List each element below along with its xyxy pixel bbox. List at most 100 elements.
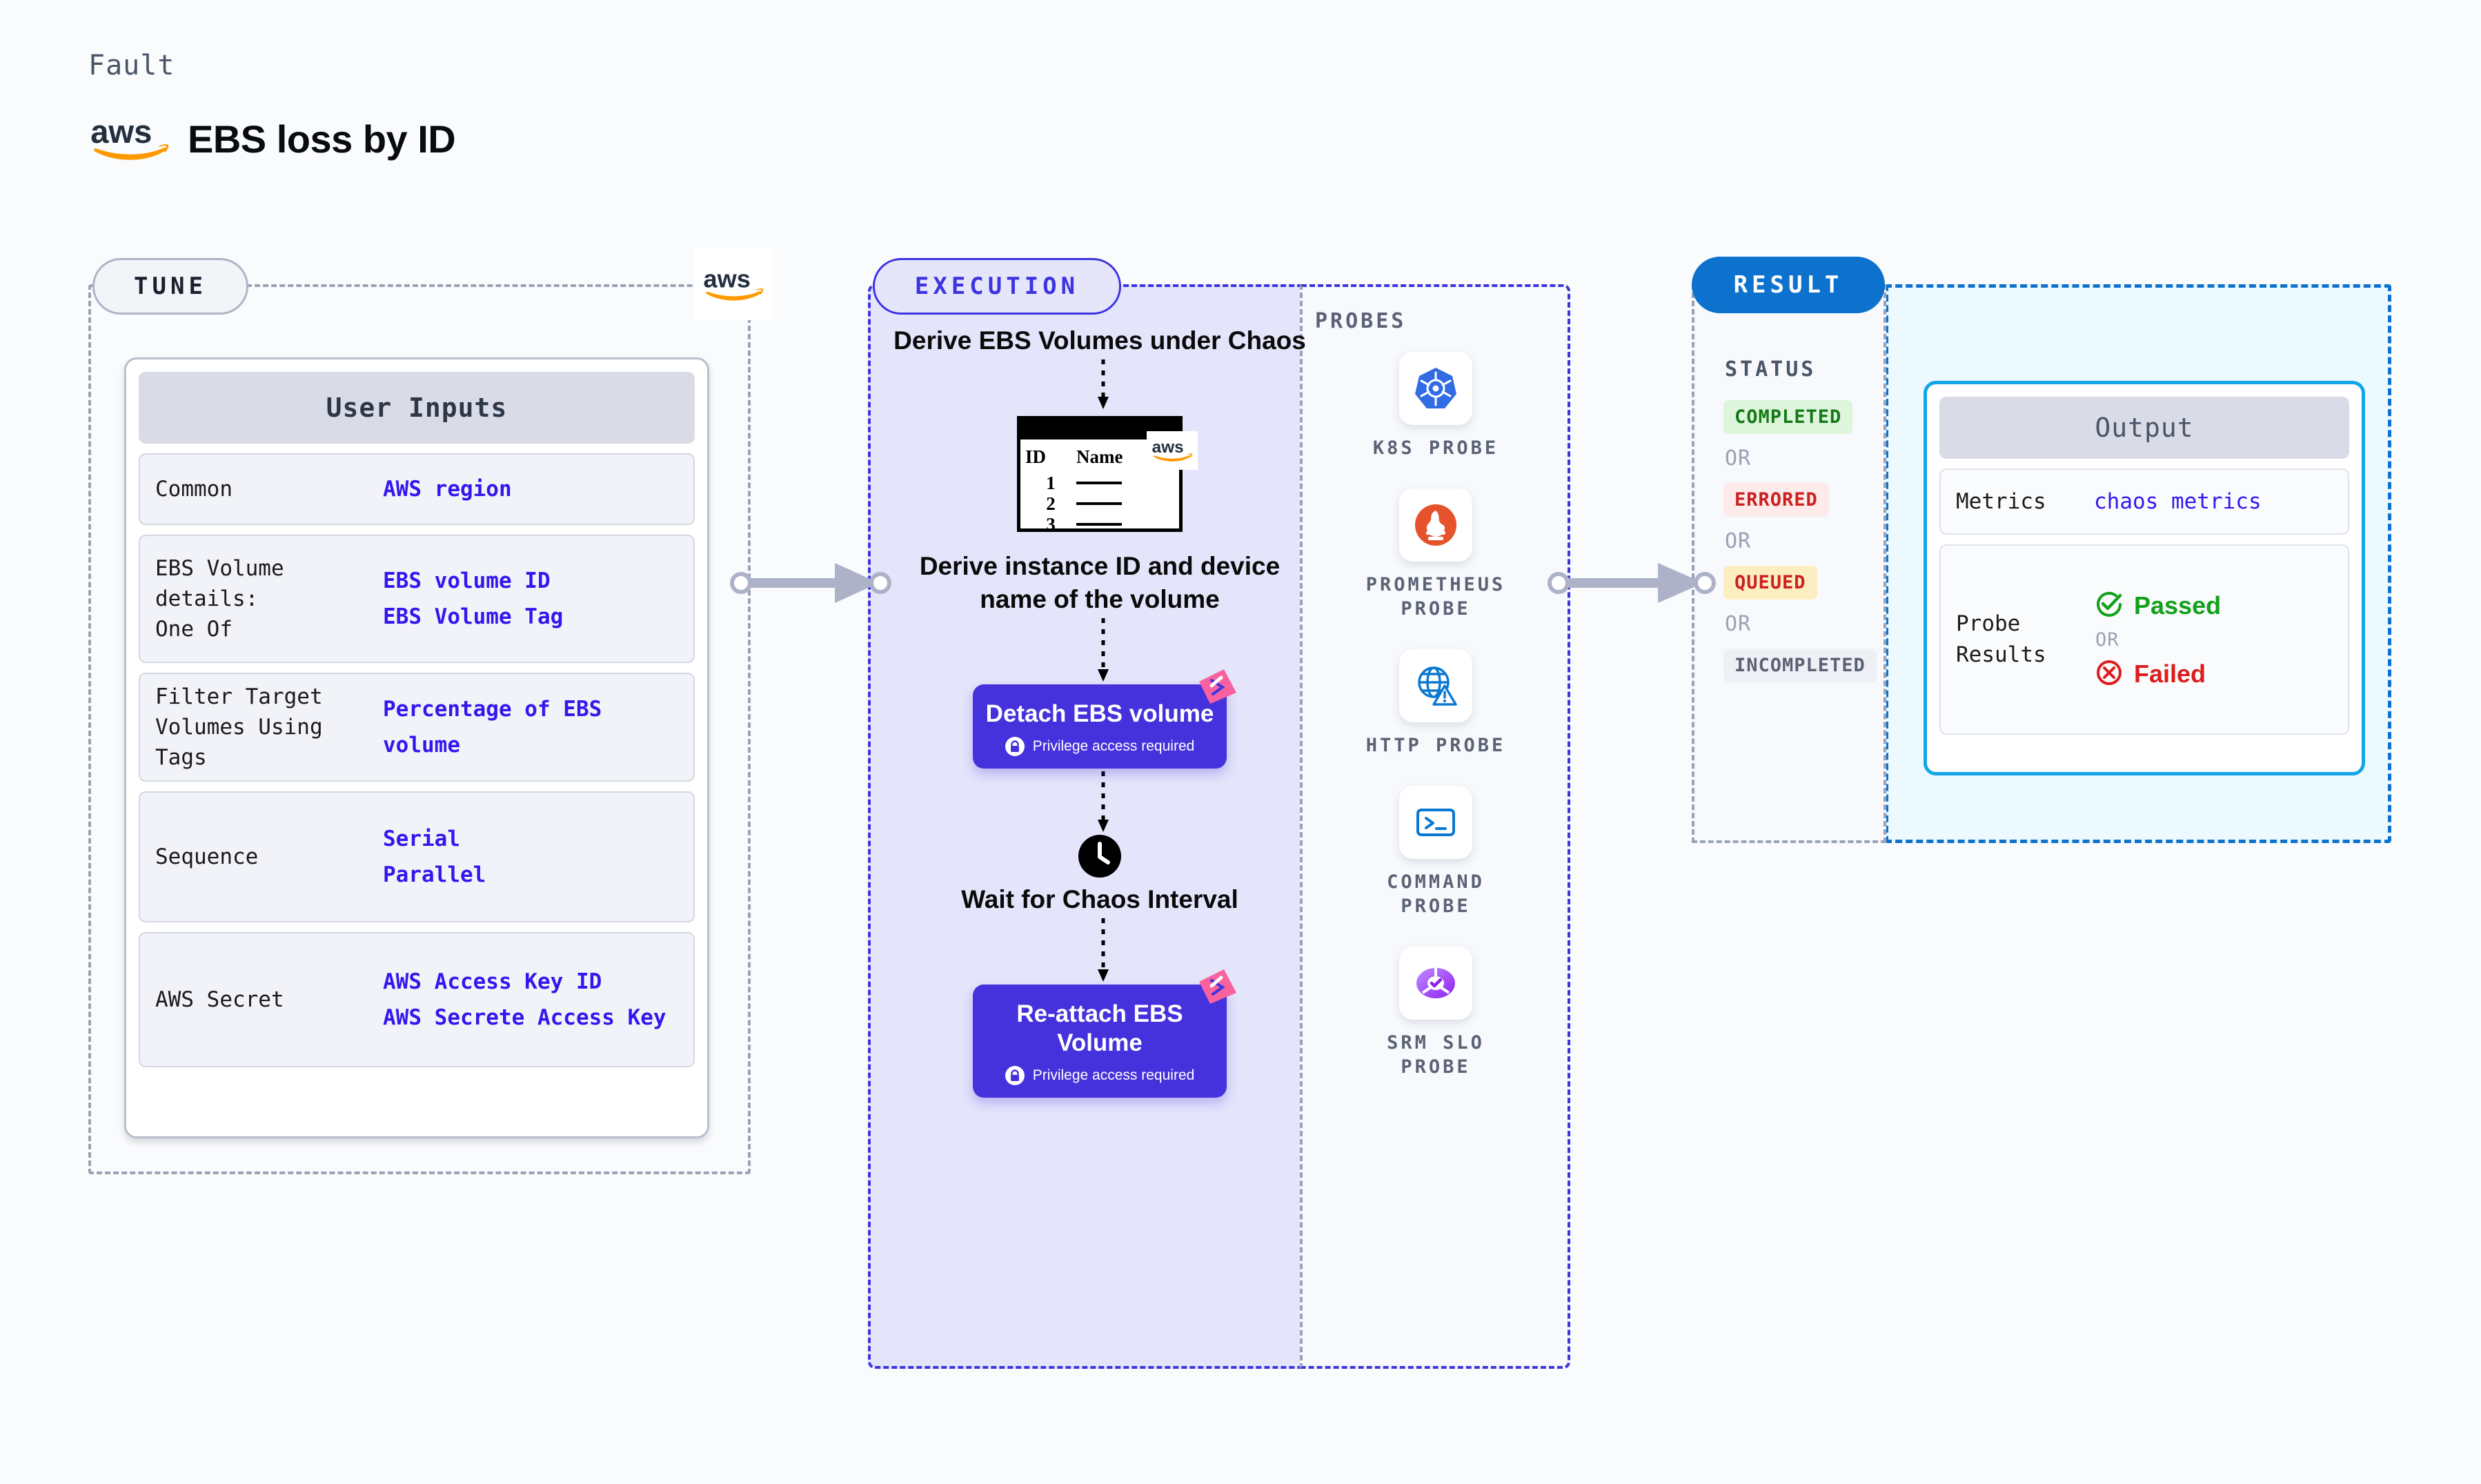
flow-arrow-3	[1096, 769, 1109, 835]
execution-step1-label: Derive EBS Volumes under Chaos	[893, 326, 1306, 355]
probe-label: COMMAND PROBE	[1387, 871, 1485, 918]
probe-http[interactable]: HTTP PROBE	[1345, 649, 1526, 758]
clock-icon	[1078, 835, 1121, 878]
user-inputs-title: User Inputs	[139, 372, 695, 444]
probes-title: PROBES	[1315, 309, 1407, 333]
or-separator: OR	[2095, 629, 2119, 651]
tune-row-values[interactable]: AWS region	[383, 471, 678, 507]
probe-result-passed: Passed	[2094, 589, 2333, 622]
probe-result-failed: Failed	[2094, 657, 2333, 691]
privilege-note: Privilege access required	[1005, 1066, 1195, 1086]
table-header-name: Name	[1076, 446, 1123, 468]
lock-icon	[1005, 1066, 1025, 1086]
tune-row-ebs-volume-details[interactable]: EBS Volume details: One Of EBS volume ID…	[139, 535, 695, 663]
probe-label: K8S PROBE	[1372, 437, 1499, 459]
output-card: Output Metrics chaos metrics Probe Resul…	[1924, 381, 2365, 775]
output-row-key: Metrics	[1956, 488, 2046, 514]
probe-srm-slo[interactable]: SRM SLO PROBE	[1345, 946, 1526, 1080]
status-badge-errored: ERRORED	[1723, 483, 1829, 517]
output-row-key: Probe Results	[1956, 611, 2046, 667]
litmus-ribbon-icon	[1196, 968, 1239, 1007]
step-detach-ebs-volume[interactable]: Detach EBS volume Privilege access requi…	[973, 669, 1236, 769]
output-row-metrics[interactable]: Metrics chaos metrics	[1939, 468, 2349, 535]
output-metrics-value[interactable]: chaos metrics	[2094, 489, 2262, 514]
tune-row-aws-secret[interactable]: AWS Secret AWS Access Key ID AWS Secrete…	[139, 932, 695, 1067]
tune-row-key: EBS Volume details: One Of	[155, 555, 284, 642]
tune-value[interactable]: Parallel	[383, 862, 486, 887]
tune-value[interactable]: Percentage of EBS volume	[383, 696, 602, 758]
tune-row-key: Filter Target Volumes Using Tags	[155, 684, 323, 770]
connector-execution-to-result	[1548, 552, 1716, 614]
tune-value[interactable]: AWS region	[383, 476, 512, 502]
tune-value[interactable]: EBS Volume Tag	[383, 604, 564, 629]
svg-text:aws: aws	[90, 114, 152, 150]
tune-row-values[interactable]: AWS Access Key ID AWS Secrete Access Key	[383, 964, 678, 1036]
fault-kicker: Fault	[88, 50, 175, 81]
output-row-probe-results: Probe Results Passed OR	[1939, 544, 2349, 735]
or-separator: OR	[1725, 612, 1752, 636]
result-pill: RESULT	[1692, 257, 1885, 313]
user-inputs-card: User Inputs Common AWS region EBS Volume…	[124, 357, 709, 1138]
table-cell-id: 3	[1046, 513, 1056, 535]
or-separator: OR	[1725, 446, 1752, 471]
fault-title-row: aws EBS loss by ID	[88, 114, 456, 164]
volumes-table-icon: ID Name 1 2 3 aws	[1017, 416, 1198, 535]
execution-pill: EXECUTION	[873, 258, 1121, 315]
tune-row-key: AWS Secret	[155, 987, 284, 1012]
step-reattach-ebs-volume[interactable]: Re-attach EBS Volume Privilege access re…	[973, 969, 1236, 1098]
kubernetes-icon	[1399, 352, 1472, 425]
probe-label: SRM SLO PROBE	[1387, 1031, 1485, 1078]
tune-pill: TUNE	[92, 258, 248, 315]
flow-arrow-4	[1096, 916, 1109, 985]
table-cell-id: 1	[1046, 472, 1056, 493]
tune-row-filter-target-volumes[interactable]: Filter Target Volumes Using Tags Percent…	[139, 673, 695, 782]
privilege-text: Privilege access required	[1032, 738, 1195, 755]
check-circle-icon	[2094, 589, 2124, 622]
aws-logo-icon: aws	[88, 114, 171, 164]
table-cell-name-dash	[1076, 482, 1122, 485]
probe-command[interactable]: COMMAND PROBE	[1345, 785, 1526, 919]
terminal-icon	[1399, 785, 1472, 859]
or-separator: OR	[1725, 529, 1752, 553]
failed-label: Failed	[2134, 659, 2206, 688]
step-title: Re-attach EBS Volume	[1016, 1000, 1183, 1057]
tune-row-values[interactable]: EBS volume ID EBS Volume Tag	[383, 563, 678, 635]
tune-row-key: Sequence	[155, 844, 259, 869]
probe-k8s[interactable]: K8S PROBE	[1345, 352, 1526, 461]
probe-label: PROMETHEUS PROBE	[1365, 573, 1506, 620]
passed-label: Passed	[2134, 591, 2222, 620]
litmus-ribbon-icon	[1196, 668, 1239, 706]
status-badge-incompleted: INCOMPLETED	[1723, 649, 1877, 682]
tune-row-common[interactable]: Common AWS region	[139, 453, 695, 525]
table-row: 1	[1025, 473, 1174, 493]
flow-arrow-2	[1096, 615, 1109, 684]
tune-row-values[interactable]: Percentage of EBS volume	[383, 691, 678, 763]
x-circle-icon	[2094, 657, 2124, 691]
svg-text:aws: aws	[1152, 438, 1184, 457]
table-cell-name-dash	[1076, 523, 1122, 526]
probe-prometheus[interactable]: PROMETHEUS PROBE	[1345, 488, 1526, 622]
lock-icon	[1005, 737, 1025, 757]
status-badge-queued: QUEUED	[1723, 566, 1817, 600]
tune-row-sequence[interactable]: Sequence Serial Parallel	[139, 791, 695, 922]
probe-result-values: Passed OR Failed	[2094, 589, 2333, 691]
aws-logo-icon: aws	[1147, 431, 1198, 471]
table-cell-id: 2	[1046, 493, 1056, 514]
privilege-text: Privilege access required	[1032, 1067, 1195, 1084]
status-list: COMPLETED OR ERRORED OR QUEUED OR INCOMP…	[1723, 400, 1882, 682]
table-row: 2	[1025, 493, 1174, 514]
output-title: Output	[1939, 397, 2349, 459]
tune-value[interactable]: AWS Access Key ID	[383, 969, 602, 994]
tune-value[interactable]: EBS volume ID	[383, 568, 551, 593]
aws-badge-icon: aws	[695, 248, 772, 320]
tune-value[interactable]: AWS Secrete Access Key	[383, 1005, 666, 1030]
prometheus-icon	[1399, 488, 1472, 562]
step-title: Detach EBS volume	[985, 700, 1214, 728]
tune-value[interactable]: Serial	[383, 826, 460, 851]
tune-row-values[interactable]: Serial Parallel	[383, 821, 678, 893]
execution-step2-label: Derive instance ID and device name of th…	[919, 552, 1281, 613]
status-badge-completed: COMPLETED	[1723, 400, 1853, 434]
execution-flow: Derive EBS Volumes under Chaos ID Name 1…	[886, 324, 1314, 1098]
status-title: STATUS	[1725, 357, 1817, 382]
